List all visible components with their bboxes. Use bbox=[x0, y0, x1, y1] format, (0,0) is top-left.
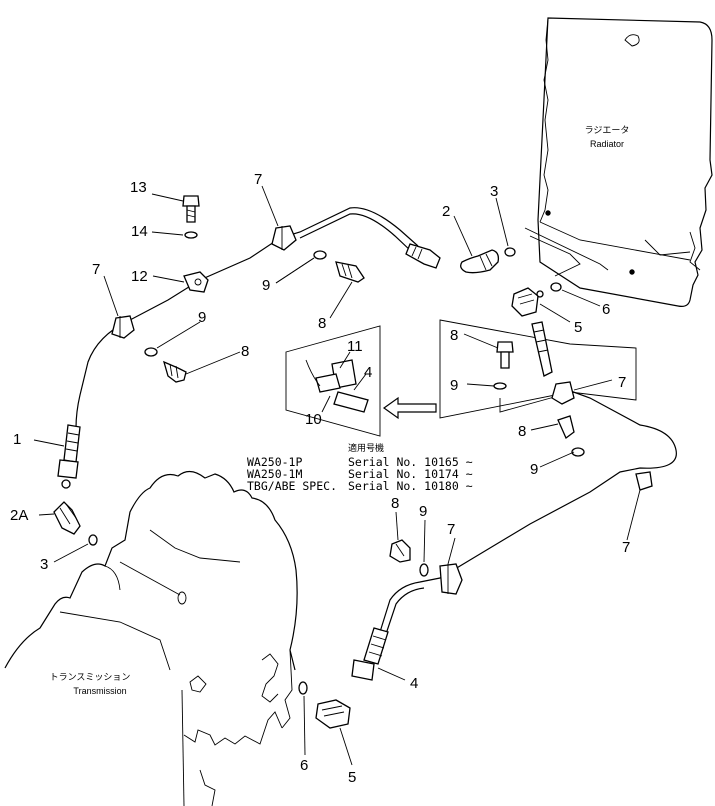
o-ring-6-top bbox=[550, 282, 562, 292]
callout-11: 11 bbox=[347, 338, 363, 355]
callout-8-left: 8 bbox=[241, 343, 249, 360]
callout-7-right: 7 bbox=[622, 539, 630, 556]
callout-9-top: 9 bbox=[262, 277, 270, 294]
leader-lines bbox=[33, 185, 641, 766]
bolt-8-left bbox=[162, 360, 187, 383]
bolt-8-top bbox=[335, 261, 365, 283]
callout-9-lower: 9 bbox=[419, 503, 427, 520]
callout-14: 14 bbox=[131, 223, 148, 240]
callout-6-lower: 6 bbox=[300, 757, 308, 774]
radiator: ラジエータ Radiator bbox=[524, 17, 713, 307]
clamp-7-left bbox=[111, 315, 135, 339]
model-2: WA250-1M bbox=[247, 467, 302, 481]
callout-8-right: 8 bbox=[518, 423, 526, 440]
callout-7-lower: 7 bbox=[447, 521, 455, 538]
o-ring-3-top bbox=[504, 247, 516, 257]
bracket-inset bbox=[439, 319, 637, 457]
connector-5-lower bbox=[315, 699, 351, 729]
elbow-fitting-2a bbox=[53, 501, 81, 535]
callout-9-left: 9 bbox=[198, 309, 206, 326]
o-ring-6-lower bbox=[298, 681, 308, 695]
serial-header: 適用号機 bbox=[348, 442, 384, 453]
washer-9-top bbox=[313, 250, 327, 260]
callout-2a: 2A bbox=[10, 507, 28, 524]
callout-5-top: 5 bbox=[574, 319, 582, 336]
hose-end-fitting-1 bbox=[57, 424, 81, 489]
callout-3-top: 3 bbox=[490, 183, 498, 200]
serial-applicability: 適用号機 WA250-1P WA250-1M TBG/ABE SPEC. Ser… bbox=[247, 442, 473, 493]
hose-fitting-top bbox=[405, 243, 441, 269]
washer-9-left bbox=[144, 347, 158, 357]
o-ring-3-left bbox=[88, 534, 98, 546]
serial-2: Serial No. 10174 ~ bbox=[348, 467, 473, 481]
serial-1: Serial No. 10165 ~ bbox=[348, 455, 473, 469]
callout-7-left: 7 bbox=[92, 261, 100, 278]
bolt-13 bbox=[182, 195, 200, 223]
callout-2: 2 bbox=[442, 203, 450, 220]
callout-6-top: 6 bbox=[602, 301, 610, 318]
lower-hose-4-b bbox=[385, 587, 425, 635]
transmission: トランスミッション Transmission bbox=[4, 470, 298, 806]
washer-9-lower bbox=[419, 563, 429, 577]
callout-8-inset: 8 bbox=[450, 327, 458, 344]
callout-3-left: 3 bbox=[40, 556, 48, 573]
callout-13: 13 bbox=[130, 179, 147, 196]
callout-7-inset: 7 bbox=[618, 374, 626, 391]
radiator-label-en: Radiator bbox=[590, 139, 624, 149]
serial-3: Serial No. 10180 ~ bbox=[348, 479, 473, 493]
radiator-label-jp: ラジエータ bbox=[585, 125, 630, 135]
callouts: 1 2A 3 4 5 6 8 9 7 7 9 8 7 9 8 5 6 2 3 7… bbox=[10, 171, 630, 786]
callout-12: 12 bbox=[131, 268, 148, 285]
callout-5-lower: 5 bbox=[348, 769, 356, 786]
clamp-12 bbox=[183, 271, 209, 293]
sensor-detail-inset bbox=[285, 325, 437, 437]
callout-4-lower: 4 bbox=[410, 675, 418, 692]
model-3: TBG/ABE SPEC. bbox=[247, 479, 337, 493]
callout-8-top: 8 bbox=[318, 315, 326, 332]
hose-end-fitting-4 bbox=[351, 627, 389, 681]
washer-14 bbox=[184, 231, 198, 239]
transmission-label-jp: トランスミッション bbox=[50, 672, 131, 682]
lower-hose-4 bbox=[379, 389, 677, 633]
callout-1: 1 bbox=[13, 431, 21, 448]
upper-hose-1-b bbox=[299, 213, 413, 253]
model-1: WA250-1P bbox=[247, 455, 302, 469]
callout-4-inset: 4 bbox=[364, 364, 372, 381]
callout-8-lower: 8 bbox=[391, 495, 399, 512]
clamp-7-top bbox=[271, 225, 297, 251]
clamp-7-right bbox=[635, 471, 653, 491]
bolt-8-lower bbox=[389, 539, 411, 563]
callout-9-right: 9 bbox=[530, 461, 538, 478]
callout-9-inset: 9 bbox=[450, 377, 458, 394]
elbow-fitting-2 bbox=[460, 249, 500, 274]
callout-10: 10 bbox=[305, 411, 322, 428]
transmission-label-en: Transmission bbox=[73, 686, 126, 696]
callout-7-top: 7 bbox=[254, 171, 262, 188]
clamp-7-lower bbox=[439, 563, 463, 595]
connector-5-top bbox=[511, 287, 544, 317]
